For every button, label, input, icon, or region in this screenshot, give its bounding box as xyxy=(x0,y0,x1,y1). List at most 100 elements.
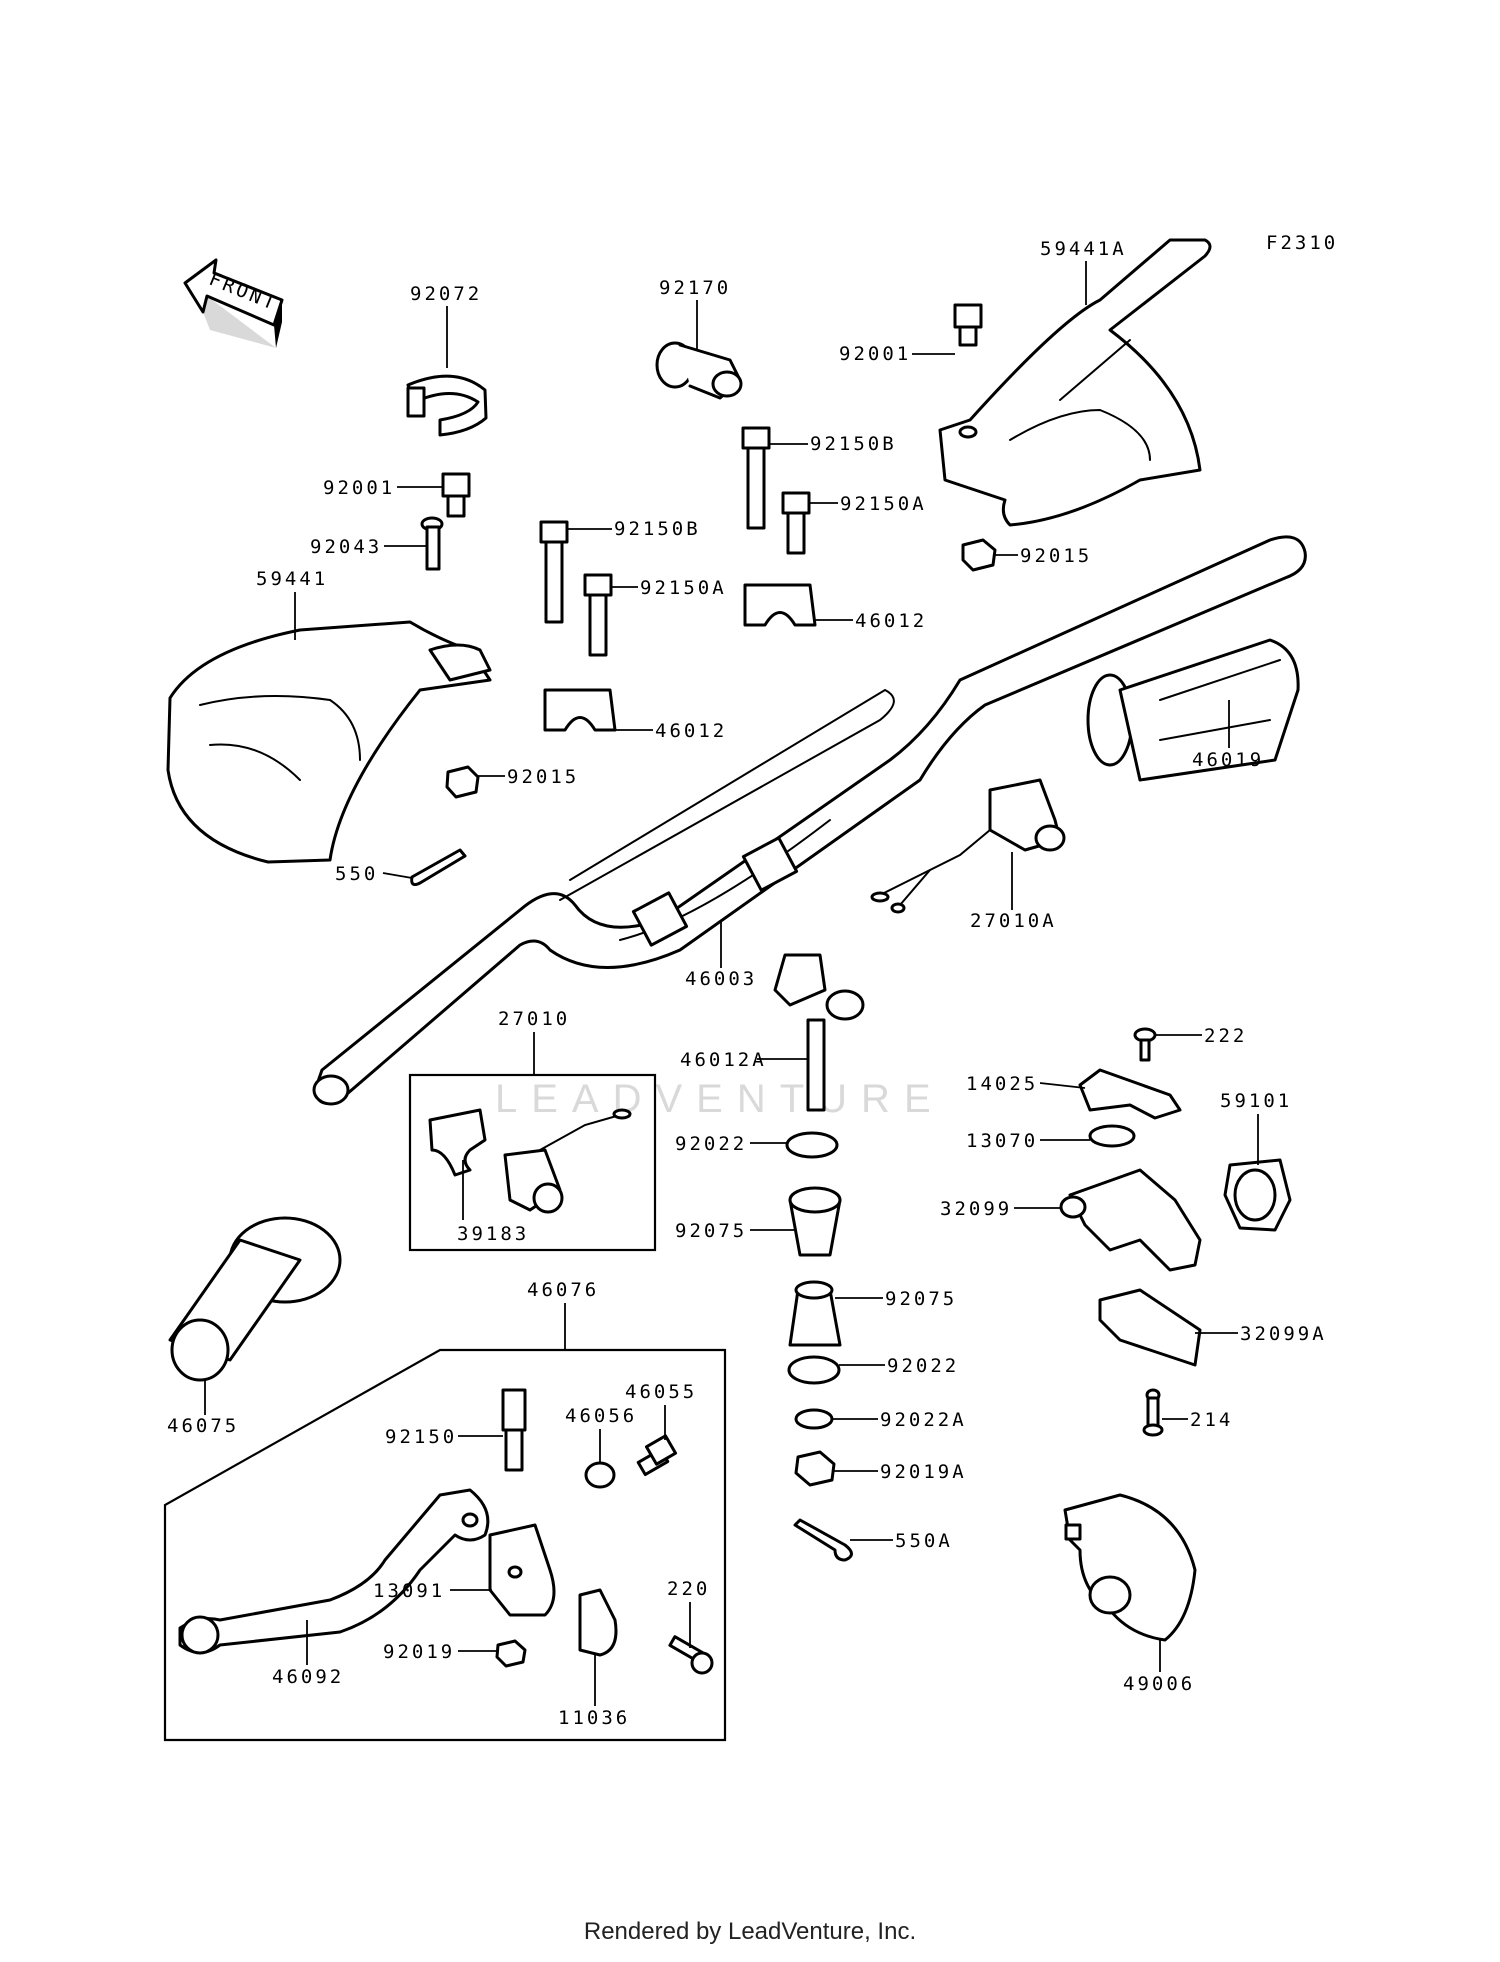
bolt-92001-top xyxy=(953,303,983,347)
label-550: 550 xyxy=(335,863,378,885)
bolt-92150B-mid xyxy=(539,520,569,624)
bolt-92150B-top xyxy=(741,426,771,530)
grip-right-46019 xyxy=(1086,638,1300,782)
label-46055: 46055 xyxy=(625,1381,697,1403)
label-59441A: 59441A xyxy=(1040,238,1127,260)
labels: 92072 92170 59441A 92001 92150B 92150A 9… xyxy=(167,238,1327,1729)
label-46092: 46092 xyxy=(272,1666,344,1688)
label-92043: 92043 xyxy=(310,536,382,558)
holder-13091 xyxy=(488,1523,556,1617)
label-46012A: 46012A xyxy=(680,1049,767,1071)
label-92015-top: 92015 xyxy=(1020,545,1092,567)
label-92150B-mid: 92150B xyxy=(614,518,701,540)
label-13091: 13091 xyxy=(373,1580,445,1602)
switch-27010 xyxy=(428,1108,632,1214)
label-92022A: 92022A xyxy=(880,1409,967,1431)
label-59441: 59441 xyxy=(256,568,328,590)
switch-27010A xyxy=(870,778,1066,914)
label-214: 214 xyxy=(1190,1409,1233,1431)
label-92170: 92170 xyxy=(659,277,731,299)
box-46076 xyxy=(163,1348,727,1742)
label-92150: 92150 xyxy=(385,1426,457,1448)
label-11036: 11036 xyxy=(558,1707,630,1729)
handlebar xyxy=(312,535,1307,1106)
bolt-92150 xyxy=(501,1388,527,1472)
label-222: 222 xyxy=(1204,1025,1247,1047)
box-27010 xyxy=(408,1073,657,1252)
label-92019A: 92019A xyxy=(880,1461,967,1483)
bolt-92150A-mid xyxy=(583,573,613,657)
screw-220 xyxy=(668,1635,714,1675)
label-92019: 92019 xyxy=(383,1641,455,1663)
label-59101: 59101 xyxy=(1220,1090,1292,1112)
nut-46056 xyxy=(584,1461,616,1489)
label-92001-left: 92001 xyxy=(323,477,395,499)
housing-59101 xyxy=(1223,1158,1292,1232)
clip-13070 xyxy=(1088,1124,1136,1148)
washer-92022-lower xyxy=(787,1355,841,1385)
screw-222 xyxy=(1133,1027,1157,1062)
handguard-left xyxy=(166,620,492,864)
clamp-92072 xyxy=(406,374,488,437)
label-92022-lower: 92022 xyxy=(887,1355,959,1377)
label-92015-left: 92015 xyxy=(507,766,579,788)
label-27010A: 27010A xyxy=(970,910,1057,932)
label-92150A-top: 92150A xyxy=(840,493,927,515)
grip-left-46075 xyxy=(168,1216,342,1382)
bolt-92150A-top xyxy=(781,491,811,555)
label-27010: 27010 xyxy=(498,1008,570,1030)
label-46056: 46056 xyxy=(565,1405,637,1427)
label-92001-top: 92001 xyxy=(839,343,911,365)
nut-92019A xyxy=(794,1450,836,1487)
nut-92019 xyxy=(495,1639,527,1668)
label-92150B-top: 92150B xyxy=(810,433,897,455)
clamp-92170 xyxy=(655,341,743,400)
diagram-code: F2310 xyxy=(1266,232,1338,254)
lever-46092 xyxy=(178,1488,490,1655)
watermark: LEADVENTURE xyxy=(495,1077,945,1121)
label-46019: 46019 xyxy=(1192,749,1264,771)
adjuster-46055 xyxy=(636,1434,678,1477)
cotter-pin-550 xyxy=(410,848,467,886)
handguard-right xyxy=(938,238,1212,527)
label-49006: 49006 xyxy=(1123,1673,1195,1695)
rubber-92075-lower xyxy=(788,1280,842,1347)
label-14025: 14025 xyxy=(966,1073,1038,1095)
cotter-pin-550A xyxy=(793,1518,853,1562)
holder-46012A xyxy=(773,953,865,1112)
label-32099: 32099 xyxy=(940,1198,1012,1220)
nut-92015-top xyxy=(961,538,997,572)
label-46012-lower: 46012 xyxy=(655,720,727,742)
clamp-11036 xyxy=(578,1588,618,1657)
rubber-92075-upper xyxy=(788,1186,842,1257)
label-46003: 46003 xyxy=(685,968,757,990)
holder-46012-lower xyxy=(543,688,617,732)
label-46075: 46075 xyxy=(167,1415,239,1437)
housing-32099 xyxy=(1059,1168,1202,1272)
screw-214 xyxy=(1142,1388,1164,1437)
holder-46012-upper xyxy=(743,583,817,627)
label-220: 220 xyxy=(667,1578,710,1600)
label-92150A-mid: 92150A xyxy=(640,577,727,599)
label-92075-lower: 92075 xyxy=(885,1288,957,1310)
pin-92043 xyxy=(420,516,444,571)
label-32099A: 32099A xyxy=(1240,1323,1327,1345)
housing-32099A xyxy=(1098,1288,1202,1367)
footer-credit: Rendered by LeadVenture, Inc. xyxy=(583,1918,917,1945)
label-46076: 46076 xyxy=(527,1279,599,1301)
bolt-92001-left xyxy=(441,472,471,518)
nut-92015-left xyxy=(445,765,480,799)
cover-14025 xyxy=(1078,1068,1182,1120)
label-92072: 92072 xyxy=(410,283,482,305)
label-92075-upper: 92075 xyxy=(675,1220,747,1242)
washer-92022-upper xyxy=(785,1131,839,1159)
label-46012-upper: 46012 xyxy=(855,610,927,632)
cover-49006 xyxy=(1063,1493,1197,1642)
front-arrow-icon: FRONT xyxy=(183,258,284,348)
washer-92022A xyxy=(794,1408,834,1430)
label-92022-upper: 92022 xyxy=(675,1133,747,1155)
label-39183: 39183 xyxy=(457,1223,529,1245)
label-13070: 13070 xyxy=(966,1130,1038,1152)
label-550A: 550A xyxy=(895,1530,953,1552)
